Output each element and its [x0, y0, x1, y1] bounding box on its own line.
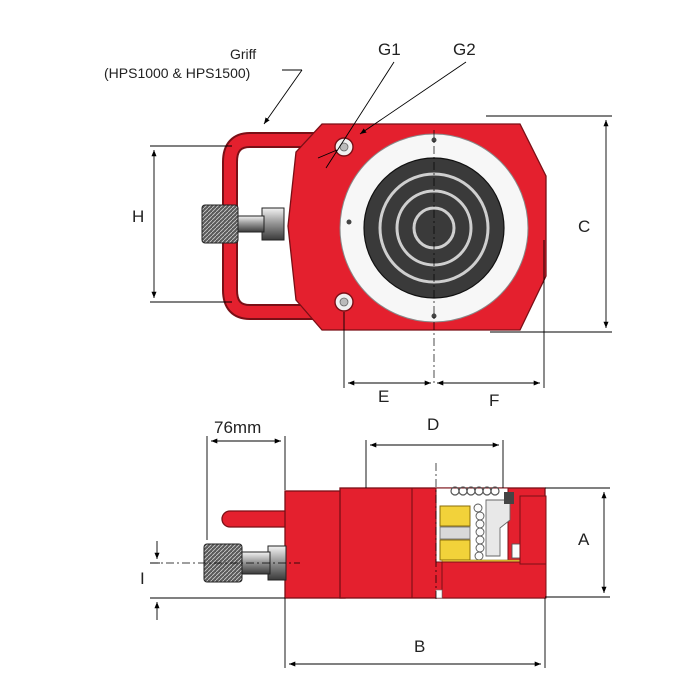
- label-76mm: 76mm: [214, 418, 261, 437]
- top-view: [201, 123, 547, 385]
- top-dimensions: H C E F G1 G2 Griff (HPS1000 & HPS1500): [104, 40, 612, 410]
- label-b: B: [414, 637, 425, 656]
- side-dimensions: 76mm D A B I: [140, 415, 610, 668]
- label-g2: G2: [453, 40, 476, 59]
- label-griff-title: Griff: [230, 46, 256, 62]
- label-c: C: [578, 217, 590, 236]
- label-i: I: [140, 569, 145, 588]
- label-griff-models: (HPS1000 & HPS1500): [104, 65, 250, 81]
- label-a: A: [578, 530, 590, 549]
- cutaway-section: [435, 486, 547, 599]
- label-d: D: [427, 415, 439, 434]
- label-e: E: [378, 387, 389, 406]
- body-block-left: [284, 490, 346, 599]
- label-g1: G1: [378, 40, 401, 59]
- label-h: H: [132, 207, 144, 226]
- brass-seal: [439, 505, 471, 527]
- label-f: F: [489, 391, 499, 410]
- side-view: [150, 463, 547, 600]
- coupler-top: [201, 204, 285, 244]
